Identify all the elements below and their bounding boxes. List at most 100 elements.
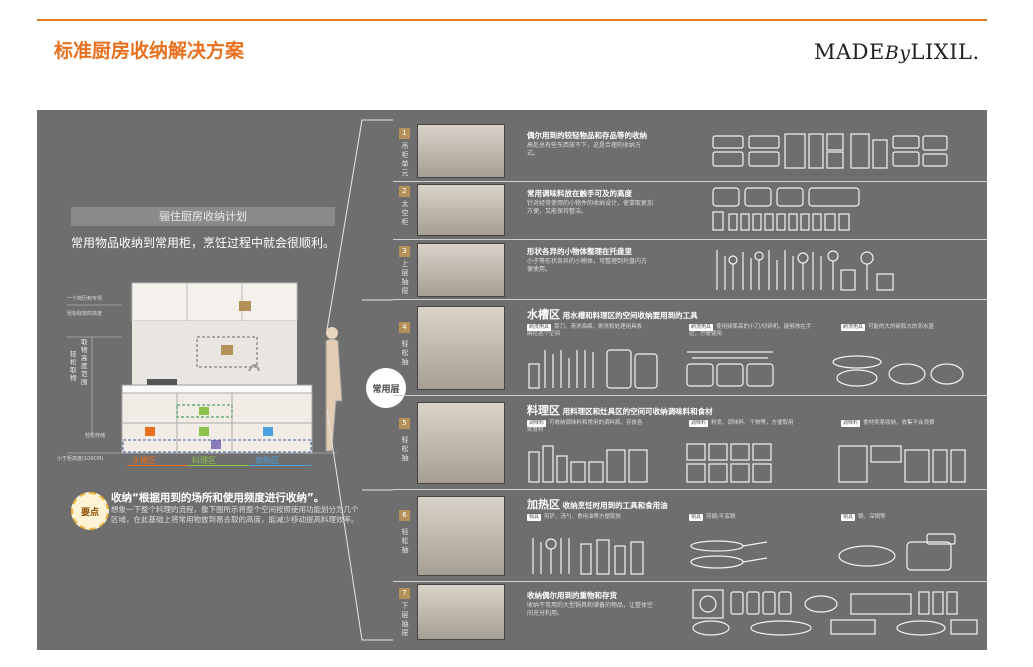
row-separator — [393, 489, 987, 490]
sub-text: 使用频率高的小刀/切碎机，能够放在手边，方便使用 — [689, 324, 812, 337]
row-space-cabinet: 2 太空柜 常用调味料放在触手可及的高度 针对经常使用的小物件的收纳设计，使拿取… — [393, 182, 987, 240]
cookware-icons — [532, 533, 956, 575]
row-heading: 形状各异的小物体整理在托盘里 — [527, 247, 632, 256]
legend-line-sink — [127, 465, 187, 466]
row-label: 轻松抽 — [401, 528, 409, 554]
sub-col-1: 调味料可收纳调味料和常用的调料瓶，存放各类食材 — [527, 420, 647, 434]
plan-title-bar: 骊住厨房收纳计划 — [71, 207, 335, 226]
row-description: 针对经常使用的小物件的收纳设计，使拿取更加方便，又能保持整洁。 — [527, 200, 654, 215]
zone-heading: 用水槽和料理区的空间收纳要用到的工具 — [562, 311, 698, 320]
row-photo — [417, 243, 505, 297]
kitchen-illustration — [67, 282, 343, 454]
row-lower-drawer: 7 下层抽屉 收纳偶尔用到的重物和存货 收纳不常用的大型锅具和储备的物品，让整体… — [393, 582, 987, 642]
sub-col-1: 锅具煎铲、汤勺、食用油等方便取放 — [527, 514, 647, 521]
tip-body: 想象一下整个料理的流程，像下图所示将整个空间按照使用功能划分为几个区域，在此基础… — [111, 505, 359, 524]
header-rule — [37, 19, 987, 21]
row-heading: 料理区 用料理区和灶具区的空间可收纳调味料和食材 — [527, 402, 713, 418]
sub-col-3: 刷洗用具可能的大的碗和大的沥水篮 — [841, 324, 981, 331]
row-photo — [417, 584, 505, 640]
sub-tag: 锅具 — [527, 514, 542, 521]
row-heading: 水槽区 用水槽和料理区的空间收纳要用到的工具 — [527, 306, 698, 322]
small-tools-icons — [716, 250, 894, 291]
row-separator — [393, 581, 987, 582]
row-photo — [417, 402, 505, 484]
floor-label: 轻松存储 — [85, 433, 106, 439]
brand-logo: MADEByLIXIL. — [814, 40, 980, 64]
sub-tag: 调味料 — [841, 420, 861, 427]
row-heat-zone: 6 轻松抽 加热区 收纳烹饪时用到的工具和食用油 锅具煎铲、汤勺、食用油等方便取… — [393, 490, 987, 582]
sub-tag: 刷洗用具 — [689, 324, 714, 331]
row-photo — [417, 184, 505, 236]
row-label: 吊柜单元 — [401, 142, 409, 177]
sub-tag: 锅具 — [841, 514, 856, 521]
sub-col-2: 锅具煎锅/平底锅 — [689, 514, 819, 521]
sink-tools-icons — [528, 349, 964, 389]
row-upper-cabinet: 1 吊柜单元 偶尔用到的较轻物品和存品等的收纳 高处总有些东西放不下，这是合理的… — [393, 122, 987, 182]
zone-heading: 收纳烹饪时用到的工具和食用油 — [562, 501, 668, 510]
legend-line-heat — [249, 465, 311, 466]
row-label: 轻松抽 — [401, 436, 409, 462]
brand-by: By — [884, 42, 911, 64]
row-number: 3 — [399, 246, 410, 257]
row-photo — [417, 306, 505, 390]
sub-col-3: 锅具锅、深锅等 — [841, 514, 981, 521]
row-label: 上层抽屉 — [401, 260, 409, 295]
brand-main: MADE — [814, 40, 885, 64]
seasoning-icons — [528, 443, 966, 483]
plan-lead-text: 常用物品收纳到常用柜，烹饪过程中就会很顺利。 — [71, 236, 336, 250]
row-number: 5 — [399, 418, 410, 429]
row-label: 轻松抽 — [401, 340, 409, 366]
sub-tag: 刷洗用具 — [841, 324, 866, 331]
legend-prep: 料理区 — [192, 456, 216, 465]
annotation-mid: 轻松取放的高度 — [67, 311, 103, 317]
row-number: 4 — [399, 322, 410, 333]
storage-containers-icons — [712, 133, 948, 169]
row-heading: 常用调味料放在触手可及的高度 — [527, 189, 632, 198]
row-number: 6 — [399, 510, 410, 521]
row-description: 小于等形状各异的小物体，可整理到托盘内方便使用。 — [527, 258, 648, 273]
row-photo — [417, 496, 505, 576]
row-separator — [393, 299, 987, 300]
brand-tail: LIXIL. — [910, 40, 980, 64]
row-separator — [393, 395, 987, 396]
sub-text: 煎锅/平底锅 — [706, 514, 736, 520]
sub-text: 粉类、调味料、干物等，方便取用 — [711, 420, 794, 426]
sub-col-1: 刷洗用具菜刀、清洗海绵，刷洗和处理用具收纳在这个空间 — [527, 324, 647, 338]
spice-rack-icons — [712, 187, 860, 231]
bottom-note: 小于柜高度(100CM) — [57, 456, 104, 462]
sub-tag: 锅具 — [689, 514, 704, 521]
sub-tag: 调味料 — [527, 420, 547, 427]
row-number: 7 — [399, 588, 410, 599]
vertical-label-easy: 轻松取物 — [70, 350, 77, 382]
sub-text: 可收纳调味料和常用的调料瓶，存放各类食材 — [527, 420, 643, 433]
row-number: 1 — [399, 128, 410, 139]
sub-tag: 调味料 — [689, 420, 709, 427]
row-upper-drawer: 3 上层抽屉 形状各异的小物体整理在托盘里 小于等形状各异的小物体，可整理到托盘… — [393, 240, 987, 300]
row-separator — [393, 239, 987, 240]
zone-name: 水槽区 — [527, 308, 560, 321]
sub-text: 锅、深锅等 — [858, 514, 886, 520]
row-sink-zone: 4 轻松抽 水槽区 用水槽和料理区的空间收纳要用到的工具 刷洗用具菜刀、清洗海绵… — [393, 300, 987, 396]
sub-text: 食材类易收纳，收集不会浪费 — [863, 420, 935, 426]
connector-lines — [326, 119, 393, 641]
tip-badge: 要点 — [71, 492, 109, 530]
annotation-top: 一个简历到专项 — [67, 296, 103, 302]
tip-title: 收纳“根据用到的场所和使用频度进行收纳”。 — [111, 492, 325, 504]
often-used-badge: 常用层 — [366, 368, 406, 408]
zone-name: 料理区 — [527, 404, 560, 417]
sub-text: 菜刀、清洗海绵，刷洗和处理用具收纳在这个空间 — [527, 324, 643, 337]
sub-col-2: 刷洗用具使用频率高的小刀/切碎机，能够放在手边，方便使用 — [689, 324, 819, 338]
zone-name: 加热区 — [527, 498, 560, 511]
sub-text: 可能的大的碗和大的沥水篮 — [868, 324, 935, 330]
infographic-panel: 骊住厨房收纳计划 常用物品收纳到常用柜，烹饪过程中就会很顺利。 — [37, 110, 987, 650]
row-prep-zone: 5 轻松抽 料理区 用料理区和灶具区的空间可收纳调味料和食材 调味料可收纳调味料… — [393, 396, 987, 490]
sub-col-3: 调味料食材类易收纳，收集不会浪费 — [841, 420, 981, 427]
row-number: 2 — [399, 186, 410, 197]
vertical-label-reach: 取物高度范围 — [81, 338, 88, 386]
page-title: 标准厨房收纳解决方案 — [54, 40, 245, 62]
legend-heat: 加热区 — [255, 456, 279, 465]
legend-sink: 水槽区 — [132, 456, 156, 465]
row-heading: 偶尔用到的较轻物品和存品等的收纳 — [527, 131, 647, 140]
zone-heading: 用料理区和灶具区的空间可收纳调味料和食材 — [562, 407, 713, 416]
row-heading: 加热区 收纳烹饪时用到的工具和食用油 — [527, 496, 668, 512]
